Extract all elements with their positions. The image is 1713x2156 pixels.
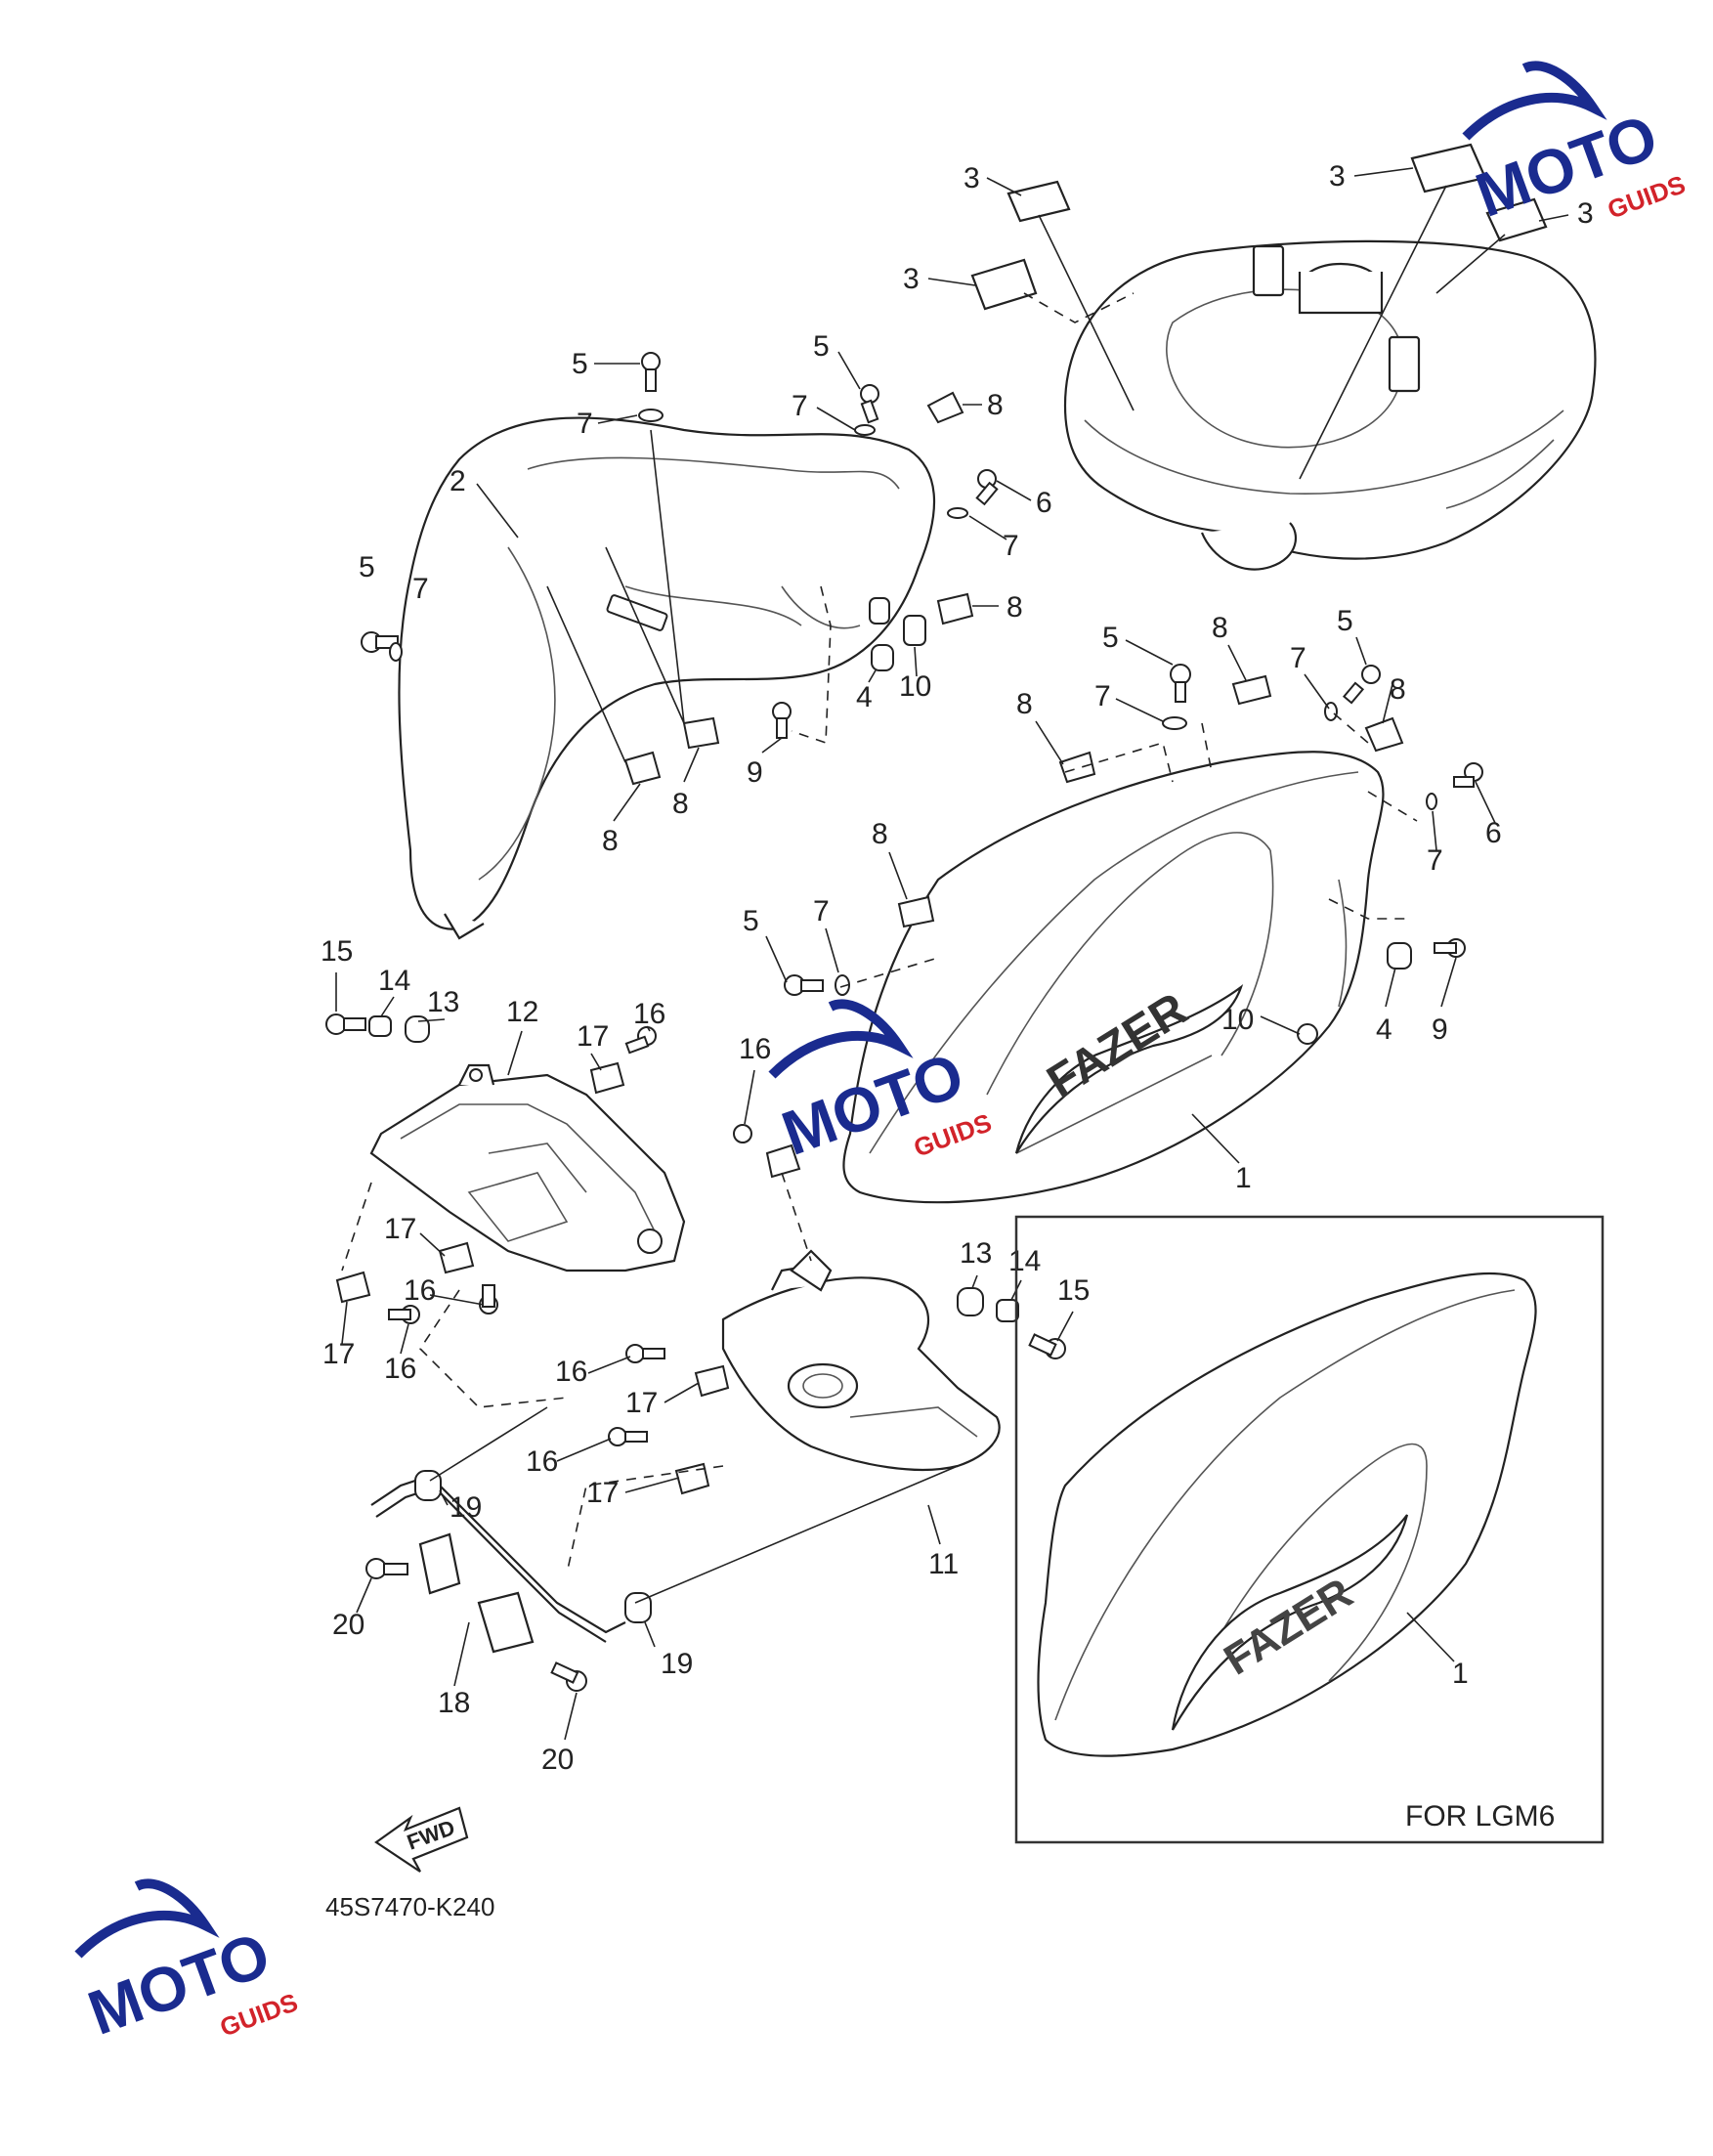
- callout-4: 4: [1376, 1013, 1392, 1046]
- callout-16: 16: [555, 1356, 587, 1388]
- side-cover-left: [398, 416, 936, 940]
- hardware-bracket-left: [325, 1013, 657, 1324]
- callout-19: 19: [450, 1491, 482, 1524]
- callout-16: 16: [633, 998, 665, 1030]
- callout-5: 5: [572, 348, 588, 380]
- fwd-arrow: FWD: [374, 1806, 469, 1873]
- callout-13: 13: [960, 1237, 992, 1270]
- stay-rod: [370, 1474, 626, 1654]
- callout-3: 3: [1577, 197, 1594, 230]
- callout-8: 8: [602, 825, 619, 857]
- callout-3: 3: [964, 162, 980, 194]
- diagram-code: 45S7470-K240: [325, 1892, 494, 1921]
- callout-5: 5: [359, 551, 375, 583]
- callout-16: 16: [526, 1445, 558, 1478]
- inset-lgm6: FAZER 1 FOR LGM6: [1014, 1215, 1605, 1844]
- callout-3: 3: [1329, 160, 1346, 193]
- callout-1: 1: [1235, 1162, 1252, 1194]
- callout-3: 3: [903, 263, 920, 295]
- inset-label: FOR LGM6: [1405, 1800, 1555, 1833]
- callout-7: 7: [813, 895, 830, 927]
- callout-16: 16: [404, 1274, 436, 1307]
- callout-5: 5: [743, 905, 759, 937]
- callout-8: 8: [1006, 591, 1023, 624]
- decal-sheets: [970, 143, 1548, 480]
- screw: [733, 1124, 752, 1143]
- clip-nut: [765, 1143, 801, 1179]
- fuel-tank: [1063, 239, 1597, 571]
- callout-4: 4: [856, 681, 873, 713]
- callout-10: 10: [1221, 1004, 1254, 1036]
- callout-1: 1: [1452, 1658, 1469, 1690]
- callout-20: 20: [332, 1609, 364, 1641]
- callout-7: 7: [1094, 680, 1111, 712]
- callout-17: 17: [322, 1338, 355, 1370]
- callout-9: 9: [747, 756, 763, 789]
- callout-20: 20: [541, 1744, 574, 1776]
- callout-14: 14: [1008, 1245, 1041, 1277]
- callout-17: 17: [384, 1213, 416, 1245]
- watermark-logo-bottom-left: MOTO GUIDS: [74, 1878, 302, 2048]
- callout-8: 8: [1390, 673, 1406, 706]
- callout-15: 15: [321, 935, 353, 968]
- callout-7: 7: [1427, 844, 1443, 877]
- callout-9: 9: [1432, 1013, 1448, 1046]
- hardware-bracket-lower: [608, 1287, 1066, 1495]
- callout-17: 17: [577, 1020, 609, 1053]
- bracket-lower: [721, 1249, 1001, 1471]
- callout-8: 8: [1016, 688, 1033, 720]
- callout-7: 7: [792, 390, 808, 422]
- callout-5: 5: [1337, 605, 1353, 637]
- callout-14: 14: [378, 965, 410, 997]
- callout-5: 5: [813, 330, 830, 363]
- bracket-left: [369, 1063, 686, 1272]
- callout-8: 8: [872, 818, 888, 850]
- callout-5: 5: [1102, 622, 1119, 654]
- callout-12: 12: [506, 996, 538, 1028]
- callout-10: 10: [899, 670, 931, 703]
- callout-7: 7: [577, 408, 593, 440]
- callout-7: 7: [1290, 642, 1306, 674]
- callout-6: 6: [1485, 817, 1502, 849]
- callout-8: 8: [672, 788, 689, 820]
- hardware-tank-cover: [784, 664, 1483, 1045]
- tank-cover-right: FAZER: [842, 751, 1385, 1204]
- callout-8: 8: [1212, 612, 1228, 644]
- callout-16: 16: [384, 1353, 416, 1385]
- callout-13: 13: [427, 986, 459, 1018]
- callout-7: 7: [1003, 530, 1019, 562]
- callout-6: 6: [1036, 487, 1052, 519]
- hardware-left-cover: [361, 352, 999, 786]
- callout-17: 17: [625, 1387, 658, 1419]
- callout-15: 15: [1057, 1274, 1090, 1307]
- callout-2: 2: [450, 465, 466, 497]
- callout-7: 7: [412, 573, 429, 605]
- callout-19: 19: [661, 1648, 693, 1680]
- callout-8: 8: [987, 389, 1004, 421]
- callout-11: 11: [928, 1548, 959, 1580]
- callout-16: 16: [739, 1033, 771, 1065]
- callout-18: 18: [438, 1687, 470, 1719]
